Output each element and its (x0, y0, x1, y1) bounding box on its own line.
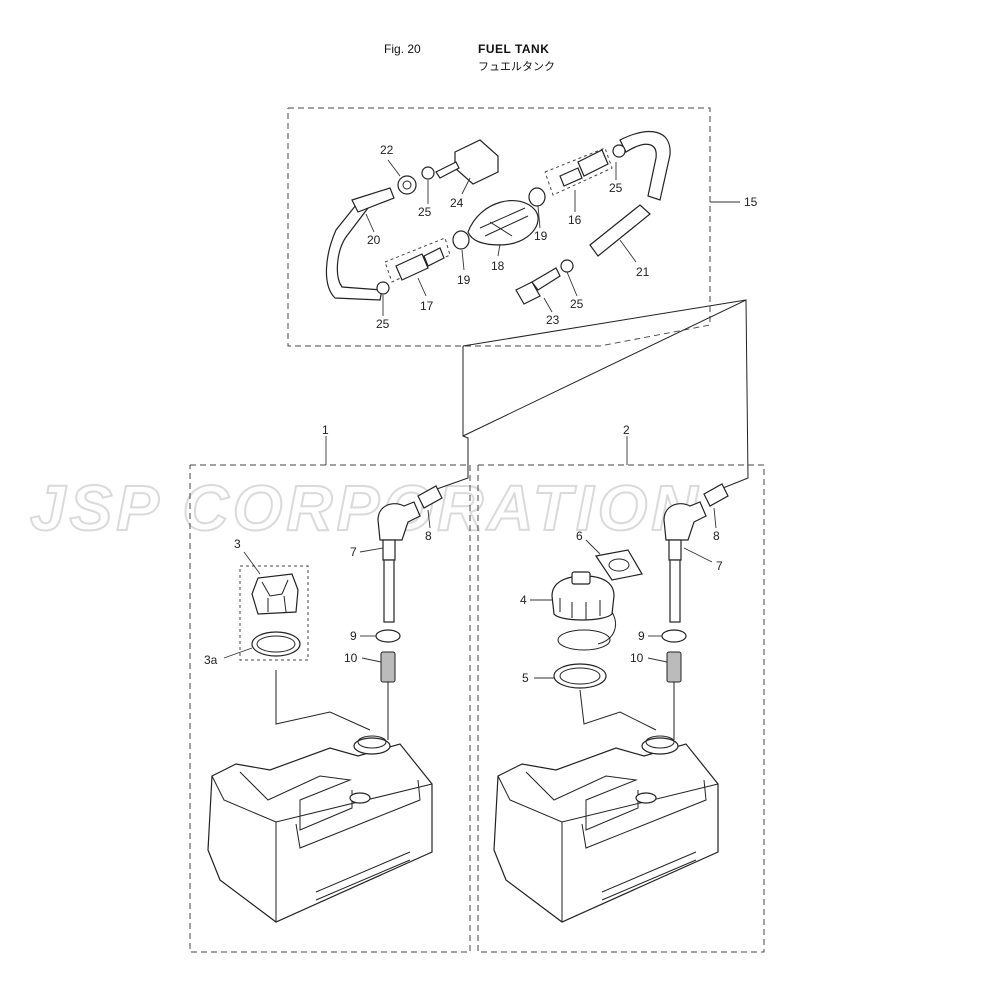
hose-clip-25a (421, 166, 435, 180)
pickup-tube-7-upper-right (668, 539, 682, 561)
o-ring-9-right (661, 629, 687, 643)
callout-25-b: 25 (376, 317, 390, 331)
callout-23: 23 (546, 313, 560, 327)
hose-clip-25d (560, 259, 574, 273)
callout-22: 22 (380, 143, 394, 157)
fuel-hose-20 (325, 199, 383, 301)
tank-1-gauge-port (349, 792, 371, 804)
connection-line-right (462, 299, 749, 491)
callout-25-d: 25 (570, 297, 584, 311)
callout-25-a: 25 (418, 205, 432, 219)
callout-20: 20 (367, 233, 381, 247)
primer-bulb-18 (467, 200, 539, 246)
callout-10-left: 10 (344, 651, 358, 665)
figure-title: FUEL TANK (478, 42, 550, 56)
pickup-tube-7-upper-left (382, 539, 396, 561)
tank-1-filler-neck (353, 737, 391, 755)
strainer-10-left (380, 651, 396, 683)
callout-17: 17 (420, 299, 434, 313)
callout-4: 4 (520, 593, 527, 607)
callout-21: 21 (636, 265, 650, 279)
tank-connector-24 (454, 139, 499, 185)
joint-16-box (544, 147, 613, 196)
callout-19-a: 19 (457, 273, 471, 287)
tank-2-group-box (477, 464, 765, 953)
fuel-line-assembly: 22 25 24 20 25 16 19 18 19 17 25 21 25 2… (287, 107, 758, 347)
clamp-19b (528, 187, 546, 207)
hose-clip-25c (612, 144, 626, 158)
callout-2: 2 (623, 423, 630, 437)
callout-25-c: 25 (609, 181, 623, 195)
callout-5: 5 (522, 671, 529, 685)
cap-3-box (239, 565, 309, 661)
tank-connector-24-nipple (435, 161, 460, 179)
fuel-tank-2-group: 2 6 4 5 8 7 9 10 (477, 423, 765, 953)
callout-7-right: 7 (716, 559, 723, 573)
pickup-tube-7-left (383, 559, 395, 623)
pickup-tube-7-right (669, 559, 681, 623)
callout-9-left: 9 (350, 629, 357, 643)
fuel-fitting-8-right (703, 483, 729, 507)
clamp-19a (452, 230, 470, 250)
fuel-elbow-right (663, 501, 707, 541)
callout-9-right: 9 (638, 629, 645, 643)
figure-title-japanese: フュエルタンク (478, 60, 555, 73)
joint-17-box (384, 237, 451, 283)
callout-15: 15 (744, 195, 758, 209)
fuel-tank-1-body (207, 743, 433, 923)
joint-16 (577, 149, 609, 177)
fuel-hose-right-upper (619, 131, 671, 201)
fuel-tank-2-body (493, 743, 719, 923)
callout-7-left: 7 (350, 545, 357, 559)
o-ring-9-left (375, 629, 401, 643)
callout-16: 16 (568, 213, 582, 227)
fuel-fitting-8-left (417, 485, 443, 509)
strainer-10-right (666, 651, 682, 683)
watermark: JSP CORPORATION (29, 471, 702, 545)
connection-line-left (433, 346, 469, 491)
callout-24: 24 (450, 196, 464, 210)
callout-6: 6 (576, 529, 583, 543)
tank-cap-4 (551, 575, 615, 621)
tank-2-gauge-port (635, 792, 657, 804)
callout-1: 1 (322, 423, 329, 437)
fuel-line-group-box (287, 107, 711, 347)
tank-cap-3 (251, 573, 299, 615)
watermark-text: JSP CORPORATION (30, 472, 702, 544)
hose-clip-25b (376, 281, 390, 295)
callout-10-right: 10 (630, 651, 644, 665)
callout-3: 3 (234, 537, 241, 551)
callout-8-left: 8 (425, 529, 432, 543)
hose-fitting-23 (515, 281, 541, 305)
figure-number: Fig. 20 (384, 42, 421, 56)
callout-19-b: 19 (534, 229, 548, 243)
fuel-hose-21 (589, 204, 651, 257)
tank-2-filler-neck (641, 737, 679, 755)
hose-collar-22 (397, 175, 417, 195)
fuel-tank-1-group: 1 3 3a 8 7 9 10 (189, 423, 471, 953)
fuel-elbow-left (377, 501, 421, 541)
callout-8-right: 8 (713, 529, 720, 543)
callout-18: 18 (491, 259, 505, 273)
callout-3a: 3a (204, 653, 218, 667)
fuel-hose-20-end (351, 187, 395, 213)
fuel-gauge-decal-6 (594, 549, 643, 581)
joint-17 (395, 253, 429, 281)
